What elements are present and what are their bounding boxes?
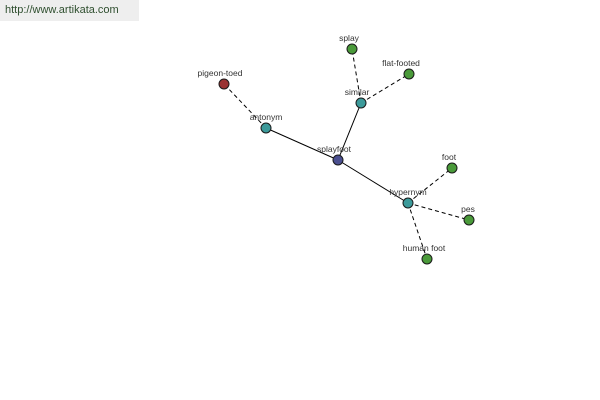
label-human-foot: human foot — [403, 243, 446, 253]
node-splay[interactable] — [346, 43, 358, 55]
edge-similar-flat-footed — [360, 73, 410, 104]
edge-hypernym-foot — [407, 167, 453, 204]
edge-hypernym-human-foot — [407, 202, 428, 260]
node-pigeon-toed[interactable] — [218, 78, 230, 90]
node-pes[interactable] — [463, 214, 475, 226]
label-hypernym: hypernym — [389, 187, 426, 197]
label-pigeon-toed: pigeon-toed — [198, 68, 243, 78]
node-hypernym[interactable] — [402, 197, 414, 209]
graph-edges — [223, 48, 470, 260]
label-splay: splay — [339, 33, 360, 43]
label-splayfoot: splayfoot — [317, 144, 352, 154]
node-foot[interactable] — [446, 162, 458, 174]
edge-similar-splay — [351, 48, 362, 104]
graph-nodes — [218, 43, 475, 265]
edge-antonym-pigeon-toed — [223, 83, 267, 129]
node-human-foot[interactable] — [421, 253, 433, 265]
node-similar[interactable] — [355, 97, 367, 109]
label-foot: foot — [442, 152, 457, 162]
edge-splayfoot-similar — [337, 102, 362, 161]
label-flat-footed: flat-footed — [382, 58, 420, 68]
edge-hypernym-pes — [407, 202, 470, 221]
graph-labels: splayfootantonymsimilarhypernympigeon-to… — [198, 33, 475, 253]
node-splayfoot[interactable] — [332, 154, 344, 166]
label-similar: similar — [345, 87, 370, 97]
label-pes: pes — [461, 204, 475, 214]
node-antonym[interactable] — [260, 122, 272, 134]
label-antonym: antonym — [250, 112, 283, 122]
edge-splayfoot-antonym — [265, 127, 339, 161]
edge-splayfoot-hypernym — [337, 159, 409, 204]
artikata-link[interactable]: http://www.artikata.com — [0, 0, 139, 21]
node-flat-footed[interactable] — [403, 68, 415, 80]
